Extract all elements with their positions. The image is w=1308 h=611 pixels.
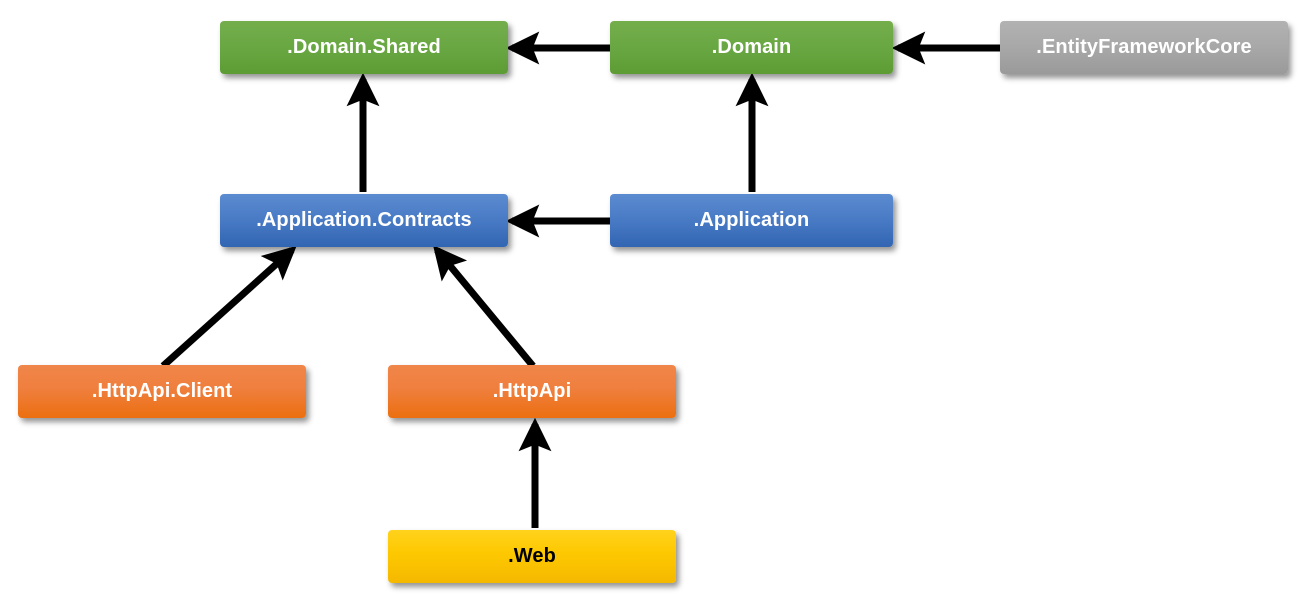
- node-domain-shared[interactable]: .Domain.Shared: [220, 21, 508, 74]
- node-label: .EntityFrameworkCore: [1036, 36, 1252, 58]
- node-domain[interactable]: .Domain: [610, 21, 893, 74]
- node-label: .HttpApi.Client: [91, 380, 233, 402]
- node-label: .HttpApi: [492, 380, 572, 402]
- node-application-contracts[interactable]: .Application.Contracts: [220, 194, 508, 247]
- node-label: .Domain.Shared: [287, 36, 441, 58]
- node-label: .Application: [693, 209, 810, 231]
- node-label: .Domain: [711, 36, 792, 58]
- arrow-httpapi-client-to-application-contracts: [160, 245, 297, 369]
- node-web[interactable]: .Web: [388, 530, 676, 583]
- arrow-httpapi-to-application-contracts: [432, 245, 536, 369]
- node-entityframeworkcore[interactable]: .EntityFrameworkCore: [1000, 21, 1288, 74]
- node-httpapi[interactable]: .HttpApi: [388, 365, 676, 418]
- node-label: .Application.Contracts: [256, 209, 472, 231]
- node-application[interactable]: .Application: [610, 194, 893, 247]
- node-httpapi-client[interactable]: .HttpApi.Client: [18, 365, 306, 418]
- node-label: .Web: [508, 545, 556, 567]
